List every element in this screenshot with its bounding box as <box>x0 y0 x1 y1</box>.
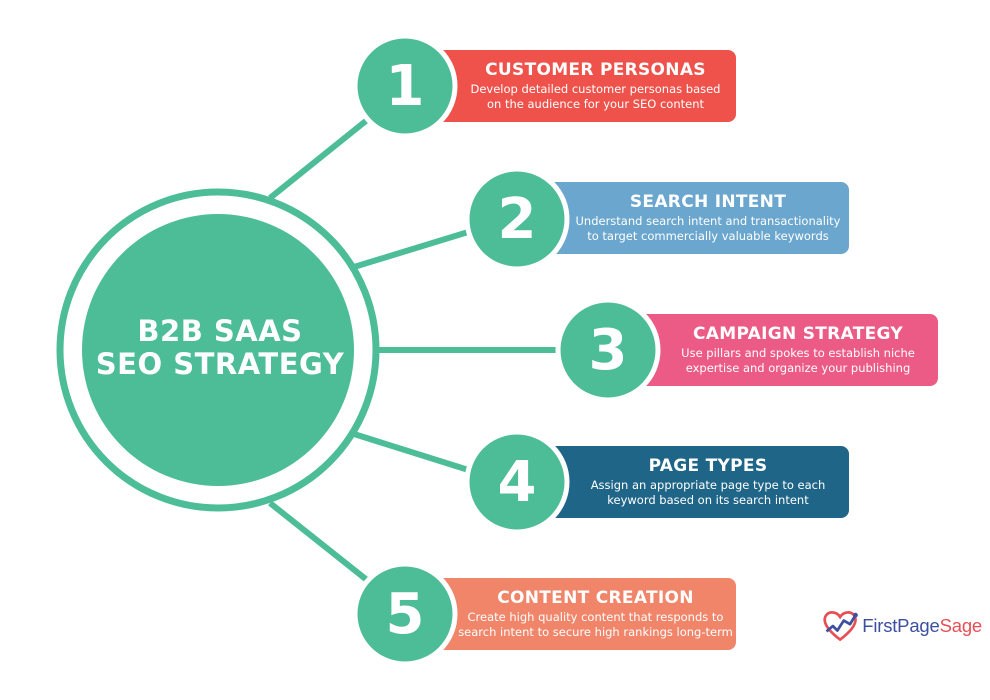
step-5-desc-line-1: Create high quality content that respond… <box>467 610 724 624</box>
step-4-desc-line-1: Assign an appropriate page type to each <box>590 478 826 492</box>
step-1-number: 1 <box>385 53 425 119</box>
heart-chart-logo-icon <box>823 611 858 642</box>
step-1-card <box>410 50 736 122</box>
step-1-text: CUSTOMER PERSONAS Develop detailed custo… <box>455 50 736 122</box>
step-5-description: Create high quality content that respond… <box>458 610 733 640</box>
step-5-card <box>410 578 736 650</box>
step-5-text: CONTENT CREATION Create high quality con… <box>455 578 736 650</box>
central-title-line-2: SEO STRATEGY <box>95 347 345 381</box>
step-1-description: Develop detailed customer personas based… <box>471 82 721 112</box>
step-4-title: PAGE TYPES <box>648 456 768 476</box>
step-4-circle <box>464 429 570 535</box>
step-3-card <box>614 314 938 386</box>
step-3-desc-line-2: expertise and organize your publishing <box>685 361 911 375</box>
step-3-desc-line-1: Use pillars and spokes to establish nich… <box>681 346 915 360</box>
central-title-line-1: B2B SAAS <box>137 314 303 348</box>
connector-2 <box>353 226 479 270</box>
step-3-text: CAMPAIGN STRATEGY Use pillars and spokes… <box>658 314 938 386</box>
step-2-desc-line-1: Understand search intent and transaction… <box>575 214 841 228</box>
step-3-circle <box>555 297 661 403</box>
connector-1 <box>268 109 379 201</box>
step-2-text: SEARCH INTENT Understand search intent a… <box>567 182 849 254</box>
brand-name-part-2: Sage <box>939 615 983 636</box>
step-4-description: Assign an appropriate page type to each … <box>591 478 826 508</box>
step-5-number: 5 <box>385 581 425 647</box>
step-5-title: CONTENT CREATION <box>497 588 694 608</box>
step-2-circle <box>464 166 570 272</box>
step-1-desc-line-2: on the audience for your SEO content <box>486 97 705 111</box>
central-title: B2B SAAS SEO STRATEGY <box>95 315 345 381</box>
step-3-title: CAMPAIGN STRATEGY <box>693 324 903 344</box>
step-3-description: Use pillars and spokes to establish nich… <box>681 346 915 376</box>
step-2-description: Understand search intent and transaction… <box>576 214 841 244</box>
step-1-circle <box>352 33 458 139</box>
step-2-number: 2 <box>497 186 537 252</box>
step-2-desc-line-2: to target commercially valuable keywords <box>587 229 829 243</box>
step-4-number: 4 <box>497 449 537 515</box>
step-3-number: 3 <box>588 317 628 383</box>
step-1-title: CUSTOMER PERSONAS <box>485 60 706 80</box>
brand-logo: FirstPageSage <box>822 608 982 644</box>
step-2-title: SEARCH INTENT <box>629 192 787 212</box>
step-5-desc-line-2: search intent to secure high rankings lo… <box>458 625 733 639</box>
connector-5 <box>268 500 379 591</box>
brand-name-part-1: FirstPage <box>862 615 940 636</box>
step-4-card <box>515 446 849 518</box>
connector-4 <box>353 431 479 476</box>
step-1-desc-line-1: Develop detailed customer personas based <box>470 82 721 96</box>
step-5-circle <box>352 561 458 667</box>
step-4-text: PAGE TYPES Assign an appropriate page ty… <box>567 446 849 518</box>
brand-name: FirstPageSage <box>862 615 982 637</box>
step-4-desc-line-2: keyword based on its search intent <box>607 493 809 507</box>
hub-inner-circle <box>82 214 354 486</box>
step-2-card <box>515 182 849 254</box>
